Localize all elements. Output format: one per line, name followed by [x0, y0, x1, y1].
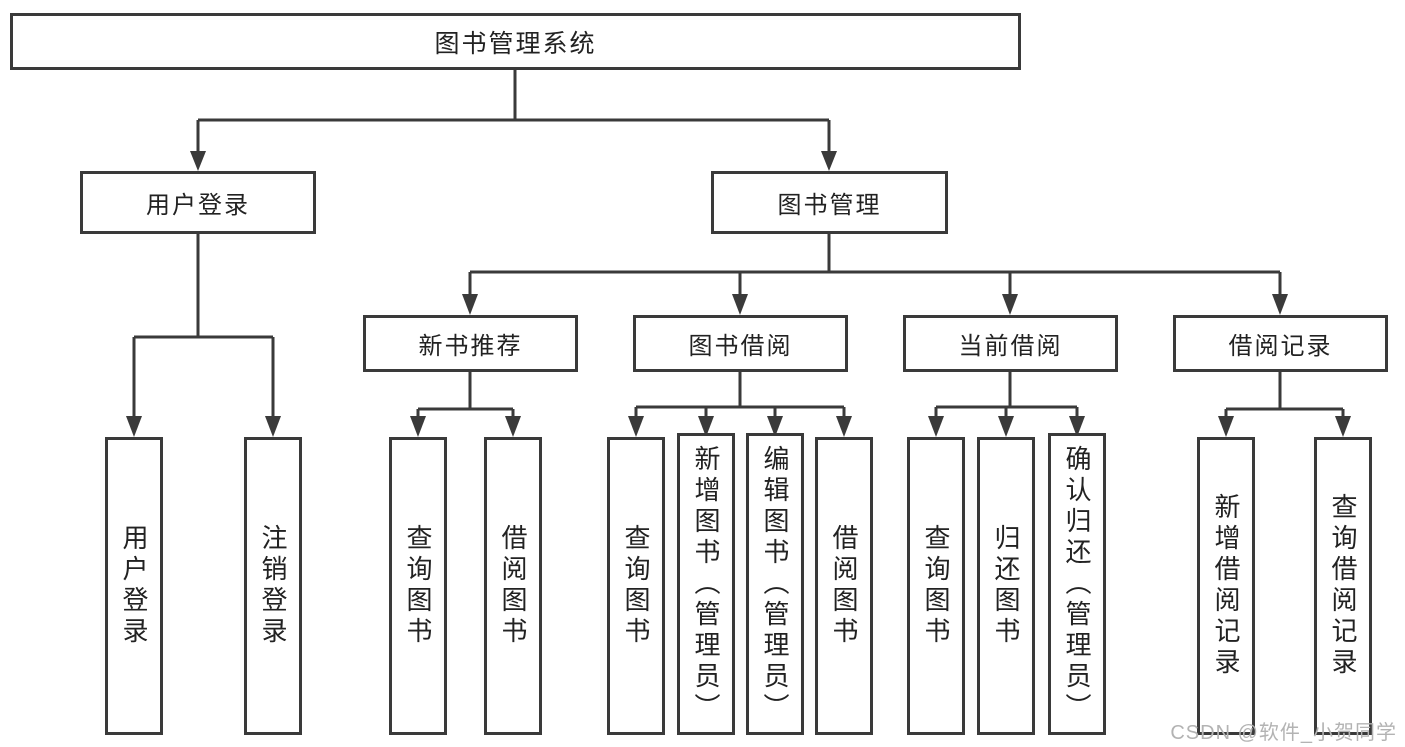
node-book-management: 图书管理 [711, 171, 948, 234]
arrowhead [821, 151, 837, 171]
connector-currentborrow-to-leaves [934, 372, 1079, 418]
leaf-edit-book-admin: 编辑图书（管理员） [746, 433, 804, 735]
connector-borrowrecord-to-leaves [1224, 372, 1345, 418]
connector-userlogin-to-leaves [132, 234, 275, 418]
node-root: 图书管理系统 [10, 13, 1021, 70]
leaf-query-books-1: 查询图书 [389, 437, 447, 735]
leaf-query-books-2: 查询图书 [607, 437, 665, 735]
arrowhead [698, 416, 714, 437]
leaf-confirm-return-admin: 确认归还（管理员） [1048, 433, 1106, 735]
arrowhead [767, 416, 783, 437]
arrowhead [928, 416, 944, 437]
leaf-query-borrow-record: 查询借阅记录 [1314, 437, 1372, 735]
leaf-add-book-admin: 新增图书（管理员） [677, 433, 735, 735]
leaf-return-book: 归还图书 [977, 437, 1035, 735]
arrowhead [265, 416, 281, 437]
arrowhead [998, 416, 1014, 437]
connector-root-to-level1 [196, 70, 831, 153]
arrowhead [462, 294, 478, 315]
leaf-borrow-books-1: 借阅图书 [484, 437, 542, 735]
leaf-query-books-3: 查询图书 [907, 437, 965, 735]
connector-bookmgmt-to-level2 [468, 234, 1282, 296]
arrowhead [505, 416, 521, 437]
arrowhead [1002, 294, 1018, 315]
connector-bookborrow-to-leaves [634, 372, 846, 418]
arrowhead [410, 416, 426, 437]
node-borrow-records: 借阅记录 [1173, 315, 1388, 372]
arrowhead [190, 151, 206, 171]
arrowhead [1335, 416, 1351, 437]
arrowhead [126, 416, 142, 437]
arrowhead [1218, 416, 1234, 437]
leaf-user-login: 用户登录 [105, 437, 163, 735]
node-book-borrow: 图书借阅 [633, 315, 848, 372]
leaf-logout: 注销登录 [244, 437, 302, 735]
watermark: CSDN @软件_小贺同学 [1170, 722, 1397, 744]
connector-newbookrec-to-leaves [416, 372, 515, 418]
arrowhead [732, 294, 748, 315]
node-new-book-recommend: 新书推荐 [363, 315, 578, 372]
arrowhead [1069, 416, 1085, 437]
arrowhead [836, 416, 852, 437]
leaf-borrow-books-2: 借阅图书 [815, 437, 873, 735]
arrowhead [1272, 294, 1288, 315]
arrowhead [628, 416, 644, 437]
node-current-borrow: 当前借阅 [903, 315, 1118, 372]
node-user-login: 用户登录 [80, 171, 316, 234]
leaf-add-borrow-record: 新增借阅记录 [1197, 437, 1255, 735]
